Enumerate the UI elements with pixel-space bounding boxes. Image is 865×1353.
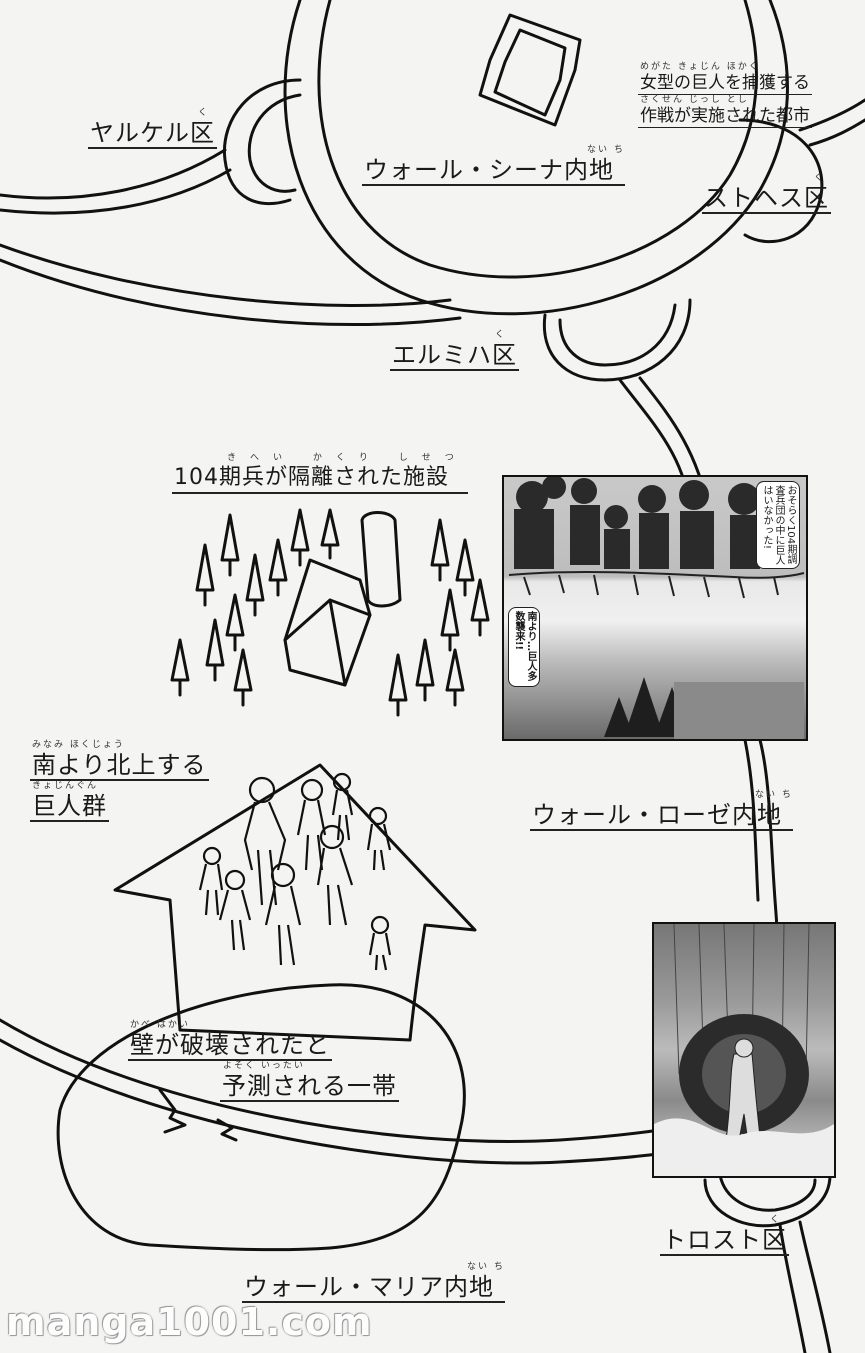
forest-trees xyxy=(170,508,490,717)
stohess-castle xyxy=(478,13,582,127)
label-breach-zone: かべ はかい 壁が破壊されたと よそく いったい 予測される一帯 xyxy=(128,1020,399,1102)
stohess-district xyxy=(738,118,824,244)
road-west xyxy=(0,148,227,200)
label-wall-sina: ない ち ウォール・シーナ内地 xyxy=(362,145,625,186)
label-ermich: く エルミハ区 xyxy=(390,330,519,371)
label-female-titan-op: めがた きょじん ほかく 女型の巨人を捕獲する さくせん じっし とし 作戦が実… xyxy=(638,62,812,128)
label-titans-north: みなみ ほくじょう 南より北上する きょじんぐん 巨人群 xyxy=(30,740,209,822)
panel-breach-art xyxy=(654,924,834,1176)
label-facility: きへい かくり しせつ 104期兵が隔離された施設 xyxy=(172,453,468,494)
speech-balloon-soldiers: おそらく104期調査兵団の中に巨人はいなかった! xyxy=(756,481,800,569)
label-yarkel: く ヤルケル区 xyxy=(88,108,217,149)
label-trost: く トロスト区 xyxy=(660,1215,789,1256)
yarkel-district xyxy=(222,78,302,206)
facility-tower xyxy=(360,511,402,608)
manga-panel-breach xyxy=(652,922,836,1178)
label-stohess: く ストヘス区 xyxy=(702,173,831,214)
panel-soldiers-art xyxy=(508,477,805,739)
facility-house xyxy=(283,558,372,687)
trost-district xyxy=(703,1173,832,1228)
label-wall-maria: ない ち ウォール・マリア内地 xyxy=(242,1262,505,1303)
speech-balloon-titans: 南より…巨人多数襲来!! xyxy=(508,607,540,687)
north-arrow xyxy=(113,763,477,1042)
breach-region-loop xyxy=(56,983,466,1252)
watermark: manga1001.com xyxy=(6,1300,373,1344)
manga-panel-soldiers: おそらく104期調査兵団の中に巨人はいなかった! 南より…巨人多数襲来!! xyxy=(502,475,808,741)
label-wall-rose: ない ち ウォール・ローゼ内地 xyxy=(530,790,793,831)
titan-group xyxy=(198,772,392,971)
ermich-district xyxy=(542,298,692,382)
wall-sina-inner xyxy=(317,0,758,279)
wall-rose-outer xyxy=(0,243,452,307)
wall-sina-outer xyxy=(283,0,789,316)
